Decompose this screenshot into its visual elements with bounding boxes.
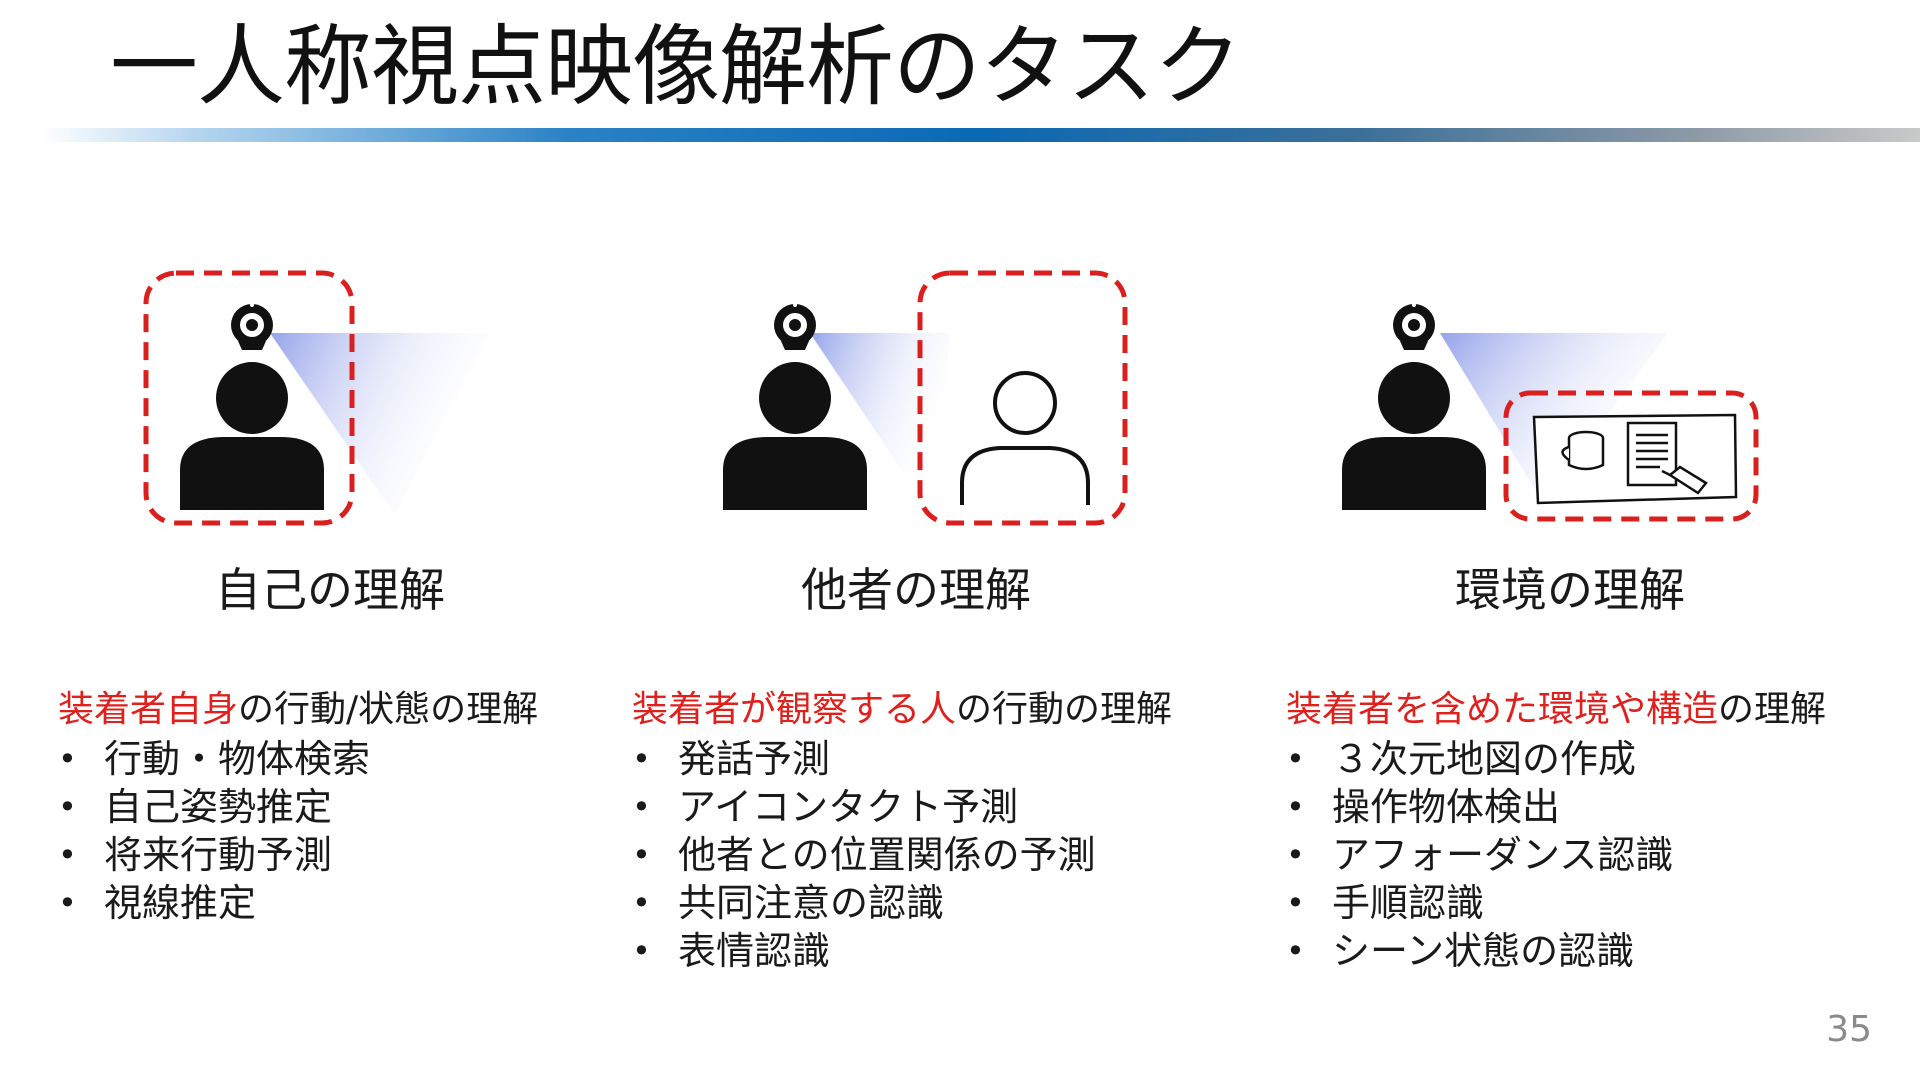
heading-environment-understanding: 環境の理解	[1455, 563, 1685, 617]
slide-title: 一人称視点映像解析のタスク	[110, 15, 1242, 118]
intro-highlight: 装着者自身	[58, 689, 239, 730]
column-intro: 装着者が観察する人の行動の理解	[632, 685, 1172, 735]
head-camera-icon	[774, 303, 816, 350]
list-item: アイコンタクト予測	[632, 783, 1172, 831]
task-list: ３次元地図の作成 操作物体検出 アフォーダンス認識 手順認識 シーン状態の認識	[1286, 735, 1826, 975]
others-understanding-illustration	[723, 270, 1128, 526]
observed-person-icon	[960, 371, 1090, 505]
column-environment: 装着者を含めた環境や構造の理解 ３次元地図の作成 操作物体検出 アフォーダンス認…	[1286, 685, 1826, 975]
person-icon	[723, 362, 867, 510]
intro-highlight: 装着者を含めた環境や構造	[1286, 689, 1719, 730]
head-camera-icon	[1393, 303, 1435, 350]
task-list: 行動・物体検索 自己姿勢推定 将来行動予測 視線推定	[58, 735, 538, 927]
environment-focus-box	[1503, 390, 1759, 522]
list-item: 将来行動予測	[58, 831, 538, 879]
list-item: 他者との位置関係の予測	[632, 831, 1172, 879]
column-intro: 装着者を含めた環境や構造の理解	[1286, 685, 1826, 735]
intro-text: の行動の理解	[956, 689, 1173, 730]
pen-icon	[1661, 465, 1708, 495]
column-intro: 装着者自身の行動/状態の理解	[58, 685, 538, 735]
view-cone-icon	[810, 333, 950, 520]
list-item: 視線推定	[58, 879, 538, 927]
list-item: 表情認識	[632, 927, 1172, 975]
others-focus-box	[917, 270, 1128, 526]
list-item: 行動・物体検索	[58, 735, 538, 783]
self-understanding-illustration	[143, 270, 490, 526]
list-item: 手順認識	[1286, 879, 1826, 927]
list-item: アフォーダンス認識	[1286, 831, 1826, 879]
list-item: シーン状態の認識	[1286, 927, 1826, 975]
list-item: 操作物体検出	[1286, 783, 1826, 831]
list-item: 発話予測	[632, 735, 1172, 783]
task-list: 発話予測 アイコンタクト予測 他者との位置関係の予測 共同注意の認識 表情認識	[632, 735, 1172, 975]
mug-icon	[1561, 430, 1605, 471]
intro-highlight: 装着者が観察する人	[632, 689, 957, 730]
head-camera-icon	[231, 303, 273, 350]
column-self: 装着者自身の行動/状態の理解 行動・物体検索 自己姿勢推定 将来行動予測 視線推…	[58, 685, 538, 927]
intro-text: の理解	[1718, 689, 1827, 730]
list-item: ３次元地図の作成	[1286, 735, 1826, 783]
person-icon	[1342, 362, 1486, 510]
self-focus-box	[143, 270, 355, 526]
environment-understanding-illustration	[1342, 303, 1759, 522]
list-item: 自己姿勢推定	[58, 783, 538, 831]
title-gradient-rule	[40, 128, 1920, 142]
person-icon	[180, 362, 324, 510]
heading-others-understanding: 他者の理解	[801, 563, 1031, 617]
list-item: 共同注意の認識	[632, 879, 1172, 927]
heading-self-understanding: 自己の理解	[215, 563, 445, 617]
intro-text: の行動/状態の理解	[238, 689, 539, 730]
column-others: 装着者が観察する人の行動の理解 発話予測 アイコンタクト予測 他者との位置関係の…	[632, 685, 1172, 975]
document-icon	[1626, 421, 1678, 487]
view-cone-icon	[270, 333, 490, 515]
page-number: 35	[1826, 1009, 1872, 1050]
